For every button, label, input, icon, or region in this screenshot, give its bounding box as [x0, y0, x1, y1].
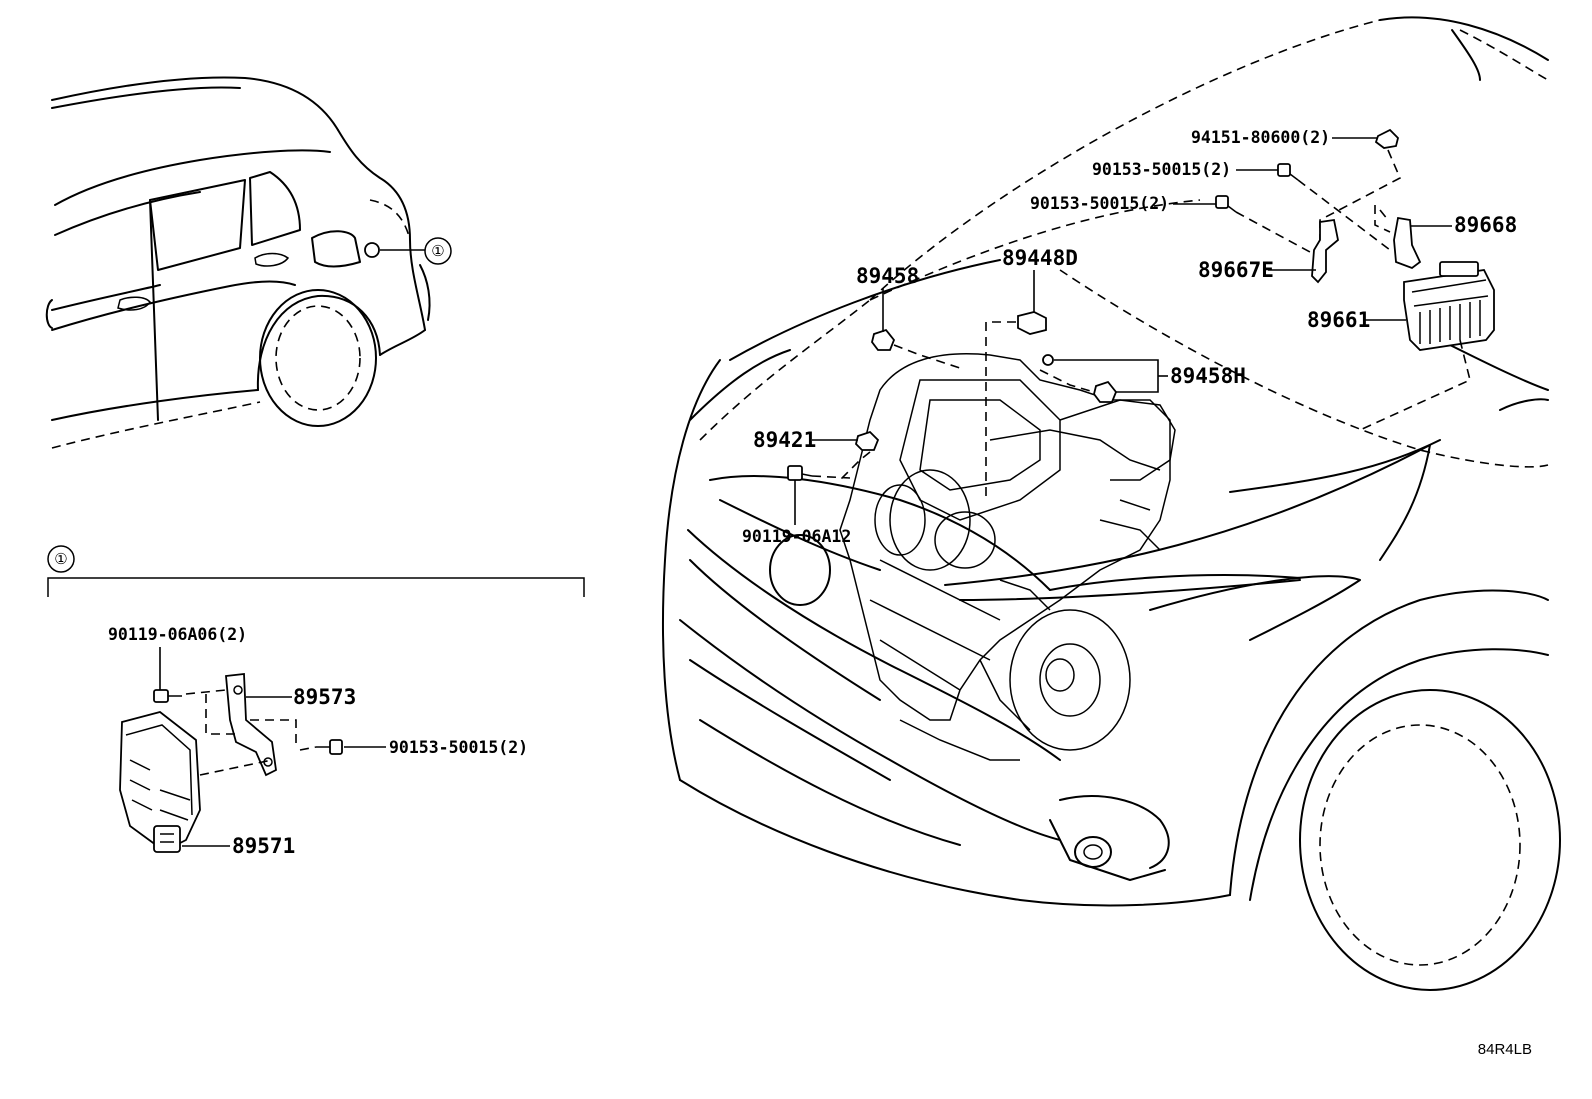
bracket-89667E	[1311, 218, 1339, 284]
label-89421: 89421	[753, 428, 816, 452]
label-89458H: 89458H	[1170, 364, 1246, 388]
bolt-90153-50015-b	[1215, 195, 1237, 213]
label-90119-06A06: 90119-06A06(2)	[108, 625, 247, 644]
diagram-code: 84R4LB	[1478, 1041, 1532, 1058]
bolt-90119-06A12	[787, 465, 813, 481]
label-89458: 89458	[856, 264, 919, 288]
label-94151-80600: 94151-80600(2)	[1191, 128, 1330, 147]
label-90153-50015-a: 90153-50015(2)	[1092, 160, 1231, 179]
sensor-89448D	[1017, 311, 1047, 335]
bolt-90119-06A06	[153, 689, 182, 703]
rear-vehicle-outline	[45, 76, 431, 449]
bracket-89573	[225, 672, 277, 777]
label-89448D: 89448D	[1002, 246, 1078, 270]
callout-symbol: ①	[431, 243, 444, 260]
sensor-89458H	[1042, 354, 1118, 403]
label-89667E: 89667E	[1198, 258, 1274, 282]
rear-callout: ①	[364, 237, 452, 265]
label-89571: 89571	[232, 834, 295, 858]
front-vehicle-outline	[661, 16, 1561, 991]
label-89661: 89661	[1307, 308, 1370, 332]
sensor-89458	[871, 328, 896, 351]
module-89571	[119, 711, 201, 853]
bolt-90153-50015-detail	[316, 739, 343, 755]
engine-callouts: 94151-80600(2) 90153-50015(2) 90153-5001…	[742, 128, 1517, 546]
label-90153-50015-detail: 90153-50015(2)	[389, 738, 528, 757]
bracket-89668	[1393, 216, 1422, 270]
label-90153-50015-b: 90153-50015(2)	[1030, 194, 1169, 213]
bolt-90153-50015-a	[1277, 163, 1299, 181]
label-90119-06A12: 90119-06A12	[742, 527, 851, 546]
detail-section: ① 90119-06A06(2) 89573 90153-50015(2)	[47, 545, 585, 858]
detail-callout-symbol: ①	[54, 551, 67, 568]
label-89573: 89573	[293, 685, 356, 709]
nut-94151-80600	[1374, 128, 1399, 149]
sensor-89421	[855, 430, 880, 451]
engine-assembly	[839, 353, 1176, 761]
label-89668: 89668	[1454, 213, 1517, 237]
ecu-89661	[1403, 261, 1495, 351]
